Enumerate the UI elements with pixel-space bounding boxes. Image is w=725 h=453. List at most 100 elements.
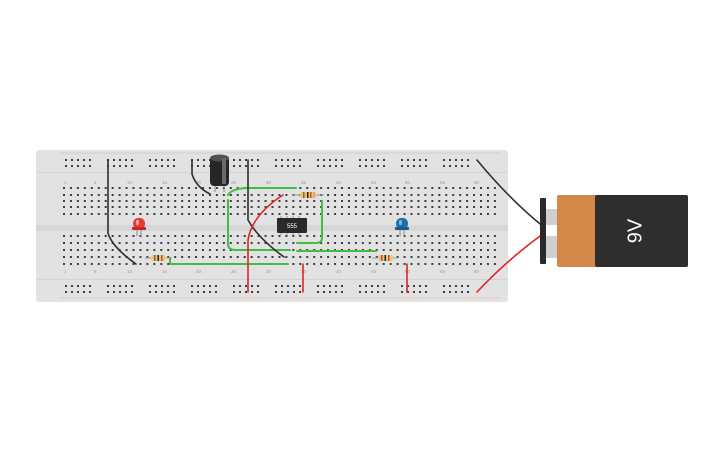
- green-wire[interactable]: [227, 187, 297, 196]
- breadboard-hole: [104, 235, 107, 237]
- breadboard-hole: [90, 187, 93, 189]
- breadboard-hole: [167, 235, 170, 237]
- breadboard-hole: [250, 213, 253, 215]
- breadboard-hole: [118, 187, 121, 189]
- breadboard-hole: [473, 249, 476, 251]
- breadboard-hole: [76, 235, 79, 237]
- breadboard-hole: [202, 194, 204, 196]
- green-wire[interactable]: [227, 199, 291, 251]
- breadboard-hole: [181, 242, 184, 244]
- breadboard-hole: [389, 200, 392, 202]
- battery-9v[interactable]: 9V: [540, 195, 688, 267]
- breadboard-hole: [257, 213, 260, 215]
- breadboard-hole: [410, 249, 413, 251]
- breadboard-hole: [153, 242, 156, 244]
- breadboard-hole: [181, 249, 184, 251]
- bottom-rail-divider: [36, 279, 508, 280]
- breadboard-hole: [371, 291, 373, 293]
- breadboard-hole: [389, 206, 392, 208]
- breadboard-hole: [167, 194, 170, 196]
- black-wire[interactable]: [191, 159, 211, 195]
- breadboard-hole: [466, 200, 469, 202]
- breadboard-hole: [69, 213, 72, 215]
- resistor[interactable]: [292, 192, 324, 198]
- breadboard-hole: [153, 200, 156, 202]
- breadboard-hole: [271, 194, 274, 196]
- breadboard-hole: [132, 200, 135, 202]
- breadboard-hole: [341, 256, 343, 258]
- breadboard-hole: [257, 242, 260, 244]
- green-wires[interactable]: [169, 187, 377, 265]
- breadboard-hole: [264, 206, 267, 208]
- breadboard-hole: [69, 187, 72, 189]
- breadboard-hole: [118, 200, 121, 202]
- breadboard-hole: [236, 256, 239, 258]
- breadboard-hole: [251, 165, 253, 167]
- resistor[interactable]: [145, 255, 172, 261]
- battery-positive-wire[interactable]: [476, 235, 541, 293]
- breadboard-hole: [401, 285, 403, 287]
- breadboard-hole: [292, 256, 295, 258]
- electrolytic-capacitor[interactable]: [210, 154, 229, 193]
- breadboard-hole: [139, 187, 142, 189]
- breadboard-hole: [195, 206, 198, 208]
- breadboard-hole: [202, 235, 204, 237]
- breadboard-hole: [125, 263, 128, 265]
- breadboard-hole: [139, 242, 142, 244]
- breadboard-hole: [278, 242, 281, 244]
- breadboard-hole: [359, 165, 361, 167]
- breadboard-hole: [371, 159, 373, 161]
- breadboard[interactable]: 1 5 10 15 20 25 30 35 40 45 50 55 60 1 5…: [36, 150, 508, 302]
- breadboard-hole: [160, 235, 163, 237]
- breadboard-hole: [236, 213, 239, 215]
- breadboard-hole: [271, 206, 274, 208]
- breadboard-hole: [139, 249, 142, 251]
- red-wire[interactable]: [247, 194, 284, 293]
- breadboard-hole: [480, 213, 482, 215]
- breadboard-hole: [320, 256, 323, 258]
- breadboard-hole: [413, 165, 415, 167]
- breadboard-hole: [361, 200, 364, 202]
- breadboard-hole: [271, 235, 274, 237]
- ic-label: 555: [287, 224, 298, 230]
- breadboard-hole: [306, 256, 309, 258]
- breadboard-hole: [264, 242, 267, 244]
- red-wires[interactable]: [247, 194, 541, 293]
- breadboard-hole: [111, 263, 114, 265]
- breadboard-hole: [341, 187, 343, 189]
- breadboard-hole: [419, 285, 421, 287]
- battery-negative-wire[interactable]: [476, 159, 546, 229]
- ic-555-chip[interactable]: 555: [277, 216, 307, 235]
- column-number: 20: [196, 269, 202, 274]
- top-rail-divider: [36, 172, 508, 173]
- black-wire[interactable]: [107, 159, 137, 265]
- breadboard-hole: [306, 187, 309, 189]
- breadboard-hole: [251, 285, 253, 287]
- breadboard-hole: [132, 194, 135, 196]
- breadboard-hole: [341, 285, 343, 287]
- breadboard-hole: [119, 285, 121, 287]
- blue-led[interactable]: [395, 218, 409, 236]
- breadboard-hole: [90, 263, 93, 265]
- column-number: 35: [301, 180, 307, 185]
- breadboard-hole: [403, 213, 406, 215]
- breadboard-hole: [306, 235, 309, 237]
- breadboard-hole: [118, 263, 121, 265]
- black-wires[interactable]: [107, 159, 546, 265]
- breadboard-hole: [215, 242, 218, 244]
- breadboard-hole: [195, 213, 198, 215]
- breadboard-hole: [480, 187, 482, 189]
- resistor[interactable]: [372, 255, 398, 261]
- breadboard-hole: [425, 291, 427, 293]
- red-led[interactable]: [132, 218, 146, 236]
- green-wire[interactable]: [296, 200, 323, 244]
- breadboard-hole: [299, 200, 302, 202]
- breadboard-hole: [250, 256, 253, 258]
- breadboard-hole: [452, 235, 455, 237]
- breadboard-hole: [407, 285, 409, 287]
- black-wire[interactable]: [247, 159, 285, 258]
- breadboard-hole: [257, 256, 260, 258]
- breadboard-hole: [161, 165, 163, 167]
- breadboard-hole: [424, 200, 427, 202]
- breadboard-hole: [215, 194, 218, 196]
